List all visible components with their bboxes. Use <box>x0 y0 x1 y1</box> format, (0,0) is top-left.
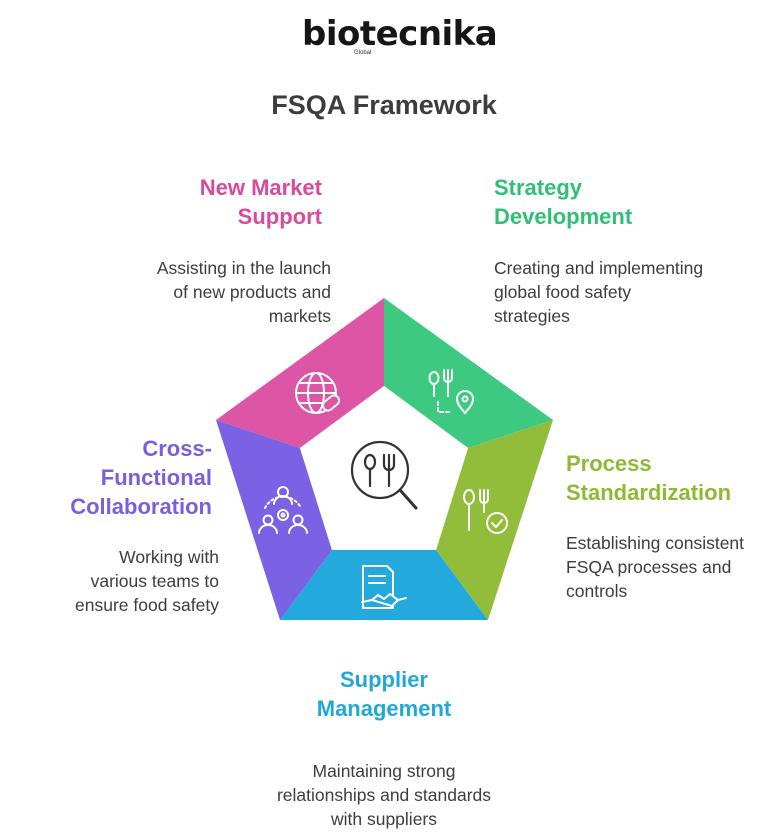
heading-supplier: Supplier Management <box>234 665 534 723</box>
desc-line: markets <box>268 306 331 326</box>
segment-strategy <box>384 298 553 448</box>
desc-line: relationships and standards <box>276 785 492 805</box>
desc-process: Establishing consistent FSQA processes a… <box>566 531 778 603</box>
heading-line: Cross- <box>142 436 212 461</box>
desc-line: Establishing consistent <box>566 533 745 553</box>
biotecnika-logo: biotecnika Global <box>300 10 498 62</box>
desc-new-market: Assisting in the launch of new products … <box>90 256 331 328</box>
food-inspection-icon <box>350 440 418 510</box>
heading-new-market: New Market Support <box>120 173 322 231</box>
team-gear-icon <box>258 486 308 534</box>
heading-line: Functional <box>100 465 212 490</box>
logo-subtext: Global <box>354 50 372 56</box>
heading-line: Support <box>237 204 322 229</box>
logo-text: biotecnika <box>302 14 498 54</box>
desc-line: strategies <box>494 306 570 326</box>
desc-line: Creating and implementing <box>494 258 704 278</box>
segment-process <box>436 420 553 620</box>
desc-line: various teams to <box>90 571 219 591</box>
desc-cross: Working with various teams to ensure foo… <box>30 545 219 617</box>
desc-line: Assisting in the launch <box>156 258 331 278</box>
heading-strategy: Strategy Development <box>494 173 724 231</box>
heading-line: Development <box>494 204 633 229</box>
utensils-check-icon <box>463 489 508 534</box>
heading-line: New Market <box>199 175 322 200</box>
segment-new-market <box>216 298 384 448</box>
utensils-location-icon <box>428 369 475 415</box>
desc-line: ensure food safety <box>75 595 219 615</box>
heading-line: Management <box>316 696 452 721</box>
globe-icon <box>295 372 341 414</box>
heading-line: Process <box>566 451 652 476</box>
heading-line: Supplier <box>339 667 428 692</box>
heading-line: Standardization <box>566 480 732 505</box>
page-title: FSQA Framework <box>271 90 497 120</box>
desc-line: Maintaining strong <box>312 761 456 781</box>
desc-line: Working with <box>119 547 219 567</box>
desc-supplier: Maintaining strong relationships and sta… <box>234 759 534 831</box>
heading-process: Process Standardization <box>566 449 776 507</box>
segment-supplier <box>280 550 488 620</box>
desc-strategy: Creating and implementing global food sa… <box>494 256 764 328</box>
desc-line: FSQA processes and <box>566 557 732 577</box>
heading-cross: Cross- Functional Collaboration <box>40 434 212 521</box>
desc-line: global food safety <box>494 282 632 302</box>
desc-line: of new products and <box>173 282 331 302</box>
heading-line: Strategy <box>494 175 583 200</box>
desc-line: controls <box>566 581 628 601</box>
contract-handshake-icon <box>361 565 407 609</box>
desc-line: with suppliers <box>330 809 438 829</box>
heading-line: Collaboration <box>70 494 212 519</box>
segment-cross <box>216 420 332 620</box>
